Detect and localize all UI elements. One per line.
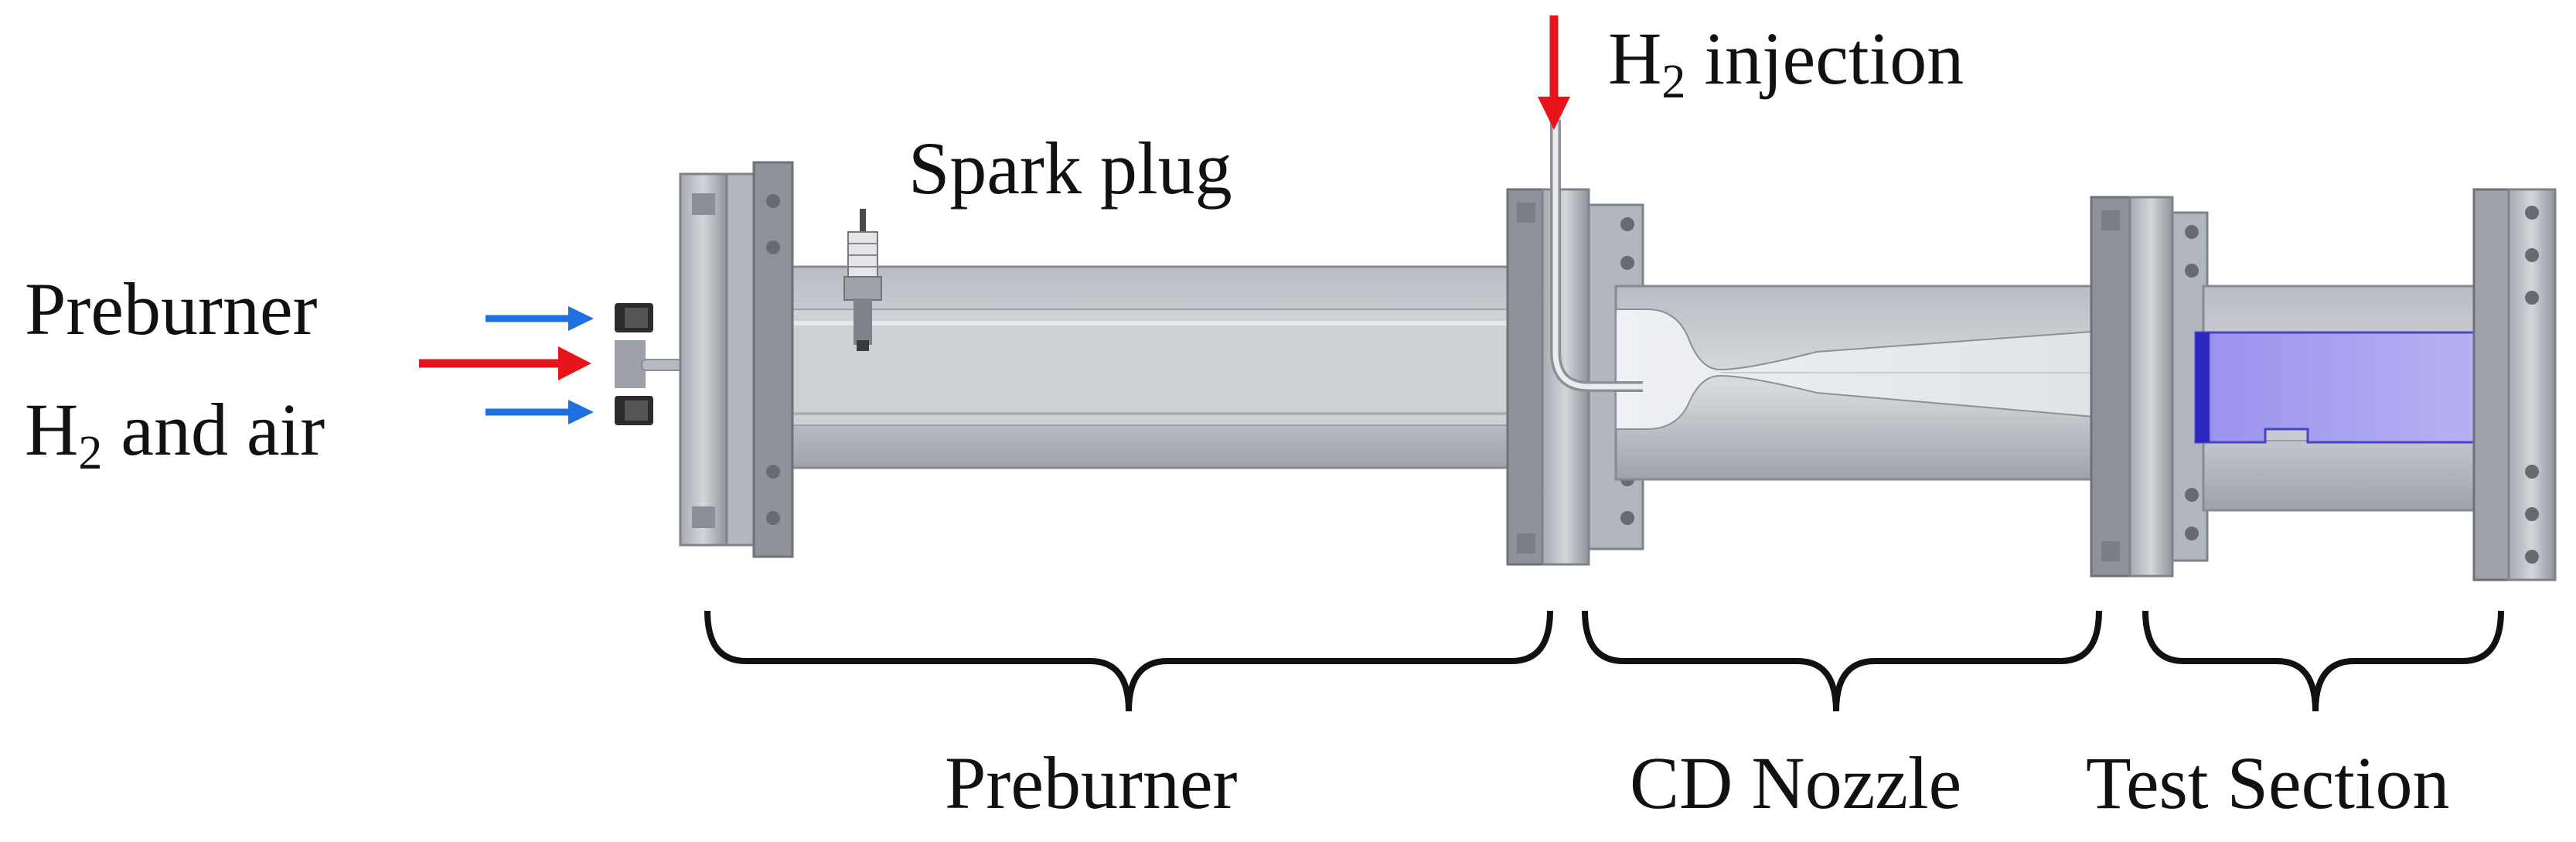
injection-subscript: 2 [1661, 56, 1686, 108]
h2-arrow-injection [1538, 15, 1570, 130]
bracket-preburner [704, 610, 1553, 712]
injection-h-text: H [1608, 17, 1662, 100]
inlet-label-top: Preburner [25, 268, 318, 350]
spark-plug [843, 209, 882, 351]
end-flange [2472, 188, 2557, 581]
cd-nozzle-body [1614, 285, 2104, 481]
h2-arrow-inlet [419, 346, 591, 380]
section-label-cd-nozzle: CD Nozzle [1630, 741, 1962, 824]
section-label-preburner: Preburner [945, 741, 1238, 824]
air-arrow-bottom [486, 400, 594, 424]
spark-plug-label: Spark plug [908, 127, 1232, 210]
test-section-body [2194, 285, 2499, 512]
inlet-h-text: H [25, 388, 79, 471]
preburner-body [679, 161, 1517, 558]
air-arrow-top [486, 306, 594, 331]
inlet-subscript: 2 [78, 427, 103, 479]
h2-injection-label: H2 injection [1608, 22, 1964, 108]
injection-suffix-text: injection [1685, 17, 1964, 100]
bracket-test-section [2142, 610, 2504, 712]
inlet-suffix-text: and air [102, 388, 325, 471]
h2-injection-tube [1550, 120, 1643, 392]
section-label-test-section: Test Section [2086, 741, 2450, 824]
bracket-cd-nozzle [1582, 610, 2102, 712]
downstream-flange [2090, 196, 2209, 578]
inlet-label-bottom: H2 and air [25, 393, 325, 479]
